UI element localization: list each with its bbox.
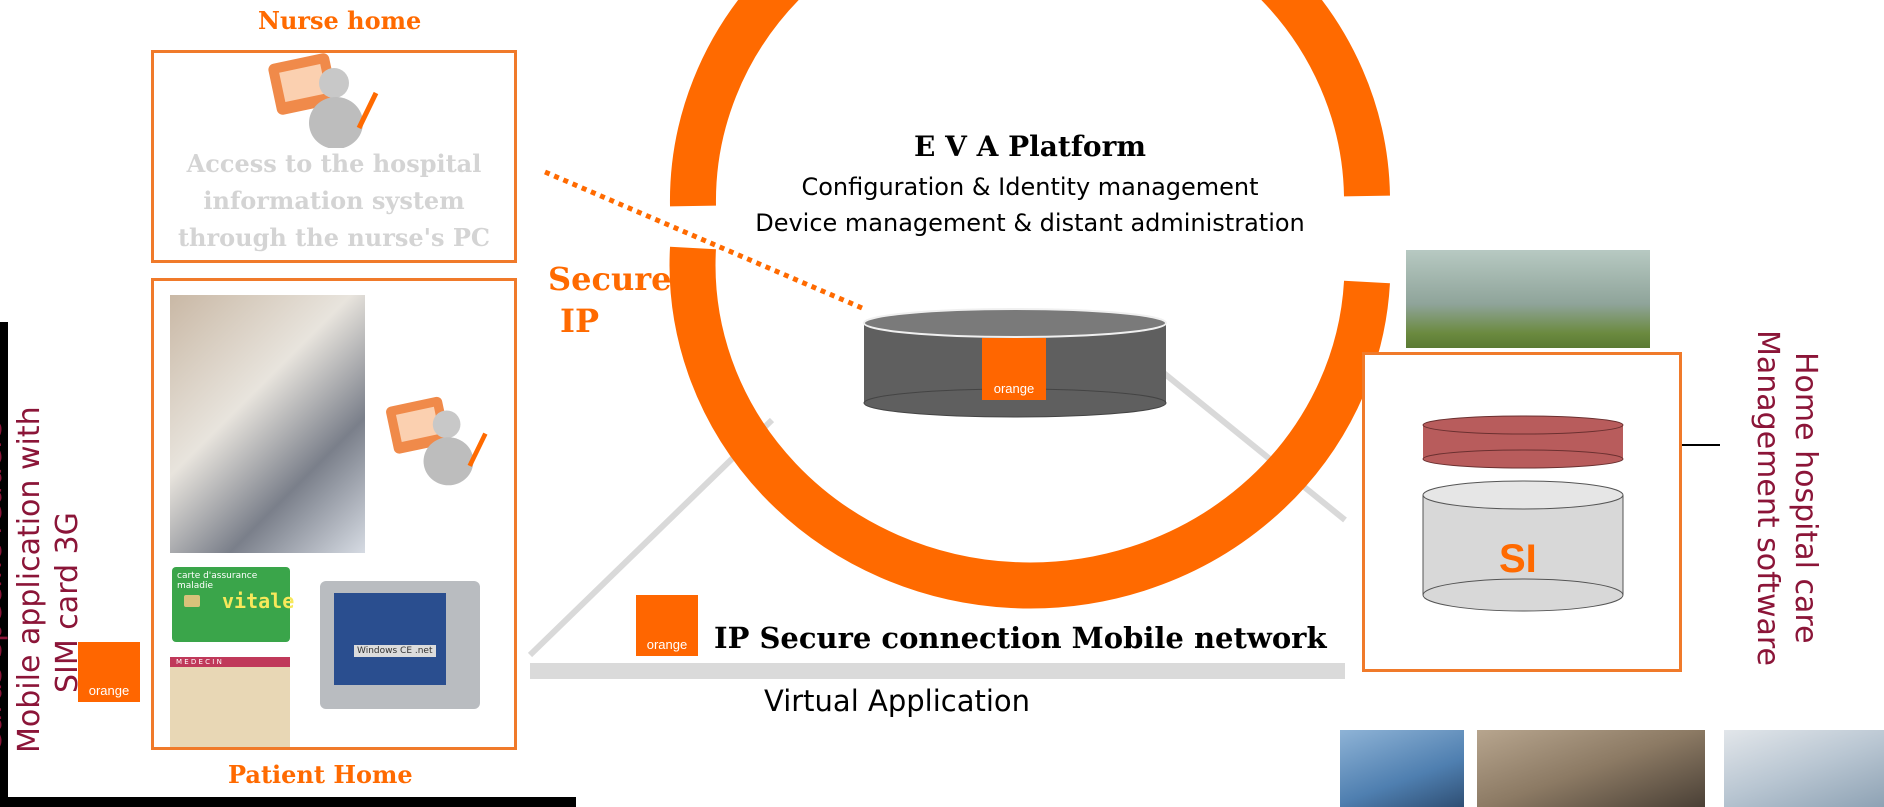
orange-logo: orange — [78, 642, 140, 702]
nurse-home-title: Nurse home — [258, 6, 422, 35]
platform-line1: Configuration & Identity management — [801, 173, 1259, 201]
patient-care-photo — [170, 295, 365, 553]
nurse-desc-line: information system — [203, 186, 465, 215]
patient-home-title: Patient Home — [228, 760, 413, 789]
virtual-application-label: Virtual Application — [764, 684, 1031, 718]
vitale-card: carte d'assurance maladie vitale — [172, 567, 294, 642]
right-vertical-line: Home hospital care — [1788, 352, 1823, 644]
left-black-bar — [0, 322, 8, 807]
platform-title: E V A Platform — [914, 130, 1146, 163]
network-label: IP Secure connection Mobile network — [714, 621, 1327, 655]
nurse-home-box: Access to the hospital information syste… — [151, 50, 517, 263]
secure-ip-label: Secure IP — [548, 258, 671, 342]
vitale-card-header: carte d'assurance maladie — [177, 571, 258, 591]
hospital-si-box: SI — [1362, 352, 1682, 672]
orange-logo: orange — [636, 595, 698, 656]
medecin-card: M E D E C I N — [170, 657, 290, 747]
patient-photo — [1724, 730, 1884, 807]
nurse-desc-line: through the nurse's PC — [177, 223, 491, 252]
nurse-desc-line: Access to the hospital — [186, 149, 482, 178]
vitale-chip-icon — [184, 595, 200, 607]
patient-photo — [1340, 730, 1464, 807]
right-vertical-label: Home hospital care Management software — [1748, 330, 1824, 690]
nurse-desc: Access to the hospital information syste… — [154, 145, 514, 256]
orange-logo: orange — [982, 338, 1046, 400]
nurse-figure-icon — [386, 396, 488, 486]
nurse-figure-icon — [268, 53, 379, 148]
si-label: SI — [1499, 537, 1537, 581]
platform-line2: Device management & distant administrati… — [755, 209, 1305, 237]
right-vertical-line: Management software — [1750, 330, 1785, 666]
left-vertical-line: Cards specific readers — [0, 420, 9, 753]
tablet-device: Windows CE .net — [320, 581, 480, 709]
secure-ip-line: IP — [560, 302, 600, 340]
secure-ip-line: Secure — [548, 260, 672, 298]
network-bar — [530, 663, 1345, 679]
link-line-right — [1158, 367, 1347, 523]
platform-text: E V A Platform Configuration & Identity … — [690, 130, 1370, 241]
tablet-screen: Windows CE .net — [334, 593, 446, 685]
patient-home-box: carte d'assurance maladie vitale M E D E… — [151, 278, 517, 750]
hospital-building-photo — [1406, 250, 1650, 348]
tablet-screen-label: Windows CE .net — [354, 645, 436, 657]
secure-dotted-link — [544, 169, 863, 311]
left-vertical-label: Cards specific readers Mobile applicatio… — [0, 333, 87, 753]
link-line-left — [527, 417, 775, 658]
platform-ring-top — [669, 0, 1390, 207]
bottom-black-bar — [0, 797, 576, 807]
left-vertical-line: Mobile application with — [12, 406, 47, 753]
vitale-card-word: vitale — [222, 589, 295, 613]
database-icon — [1422, 480, 1624, 612]
database-icon — [1422, 415, 1624, 469]
medecin-card-header: M E D E C I N — [176, 658, 222, 666]
platform-ring-bottom — [669, 246, 1390, 609]
patient-photo — [1477, 730, 1705, 807]
